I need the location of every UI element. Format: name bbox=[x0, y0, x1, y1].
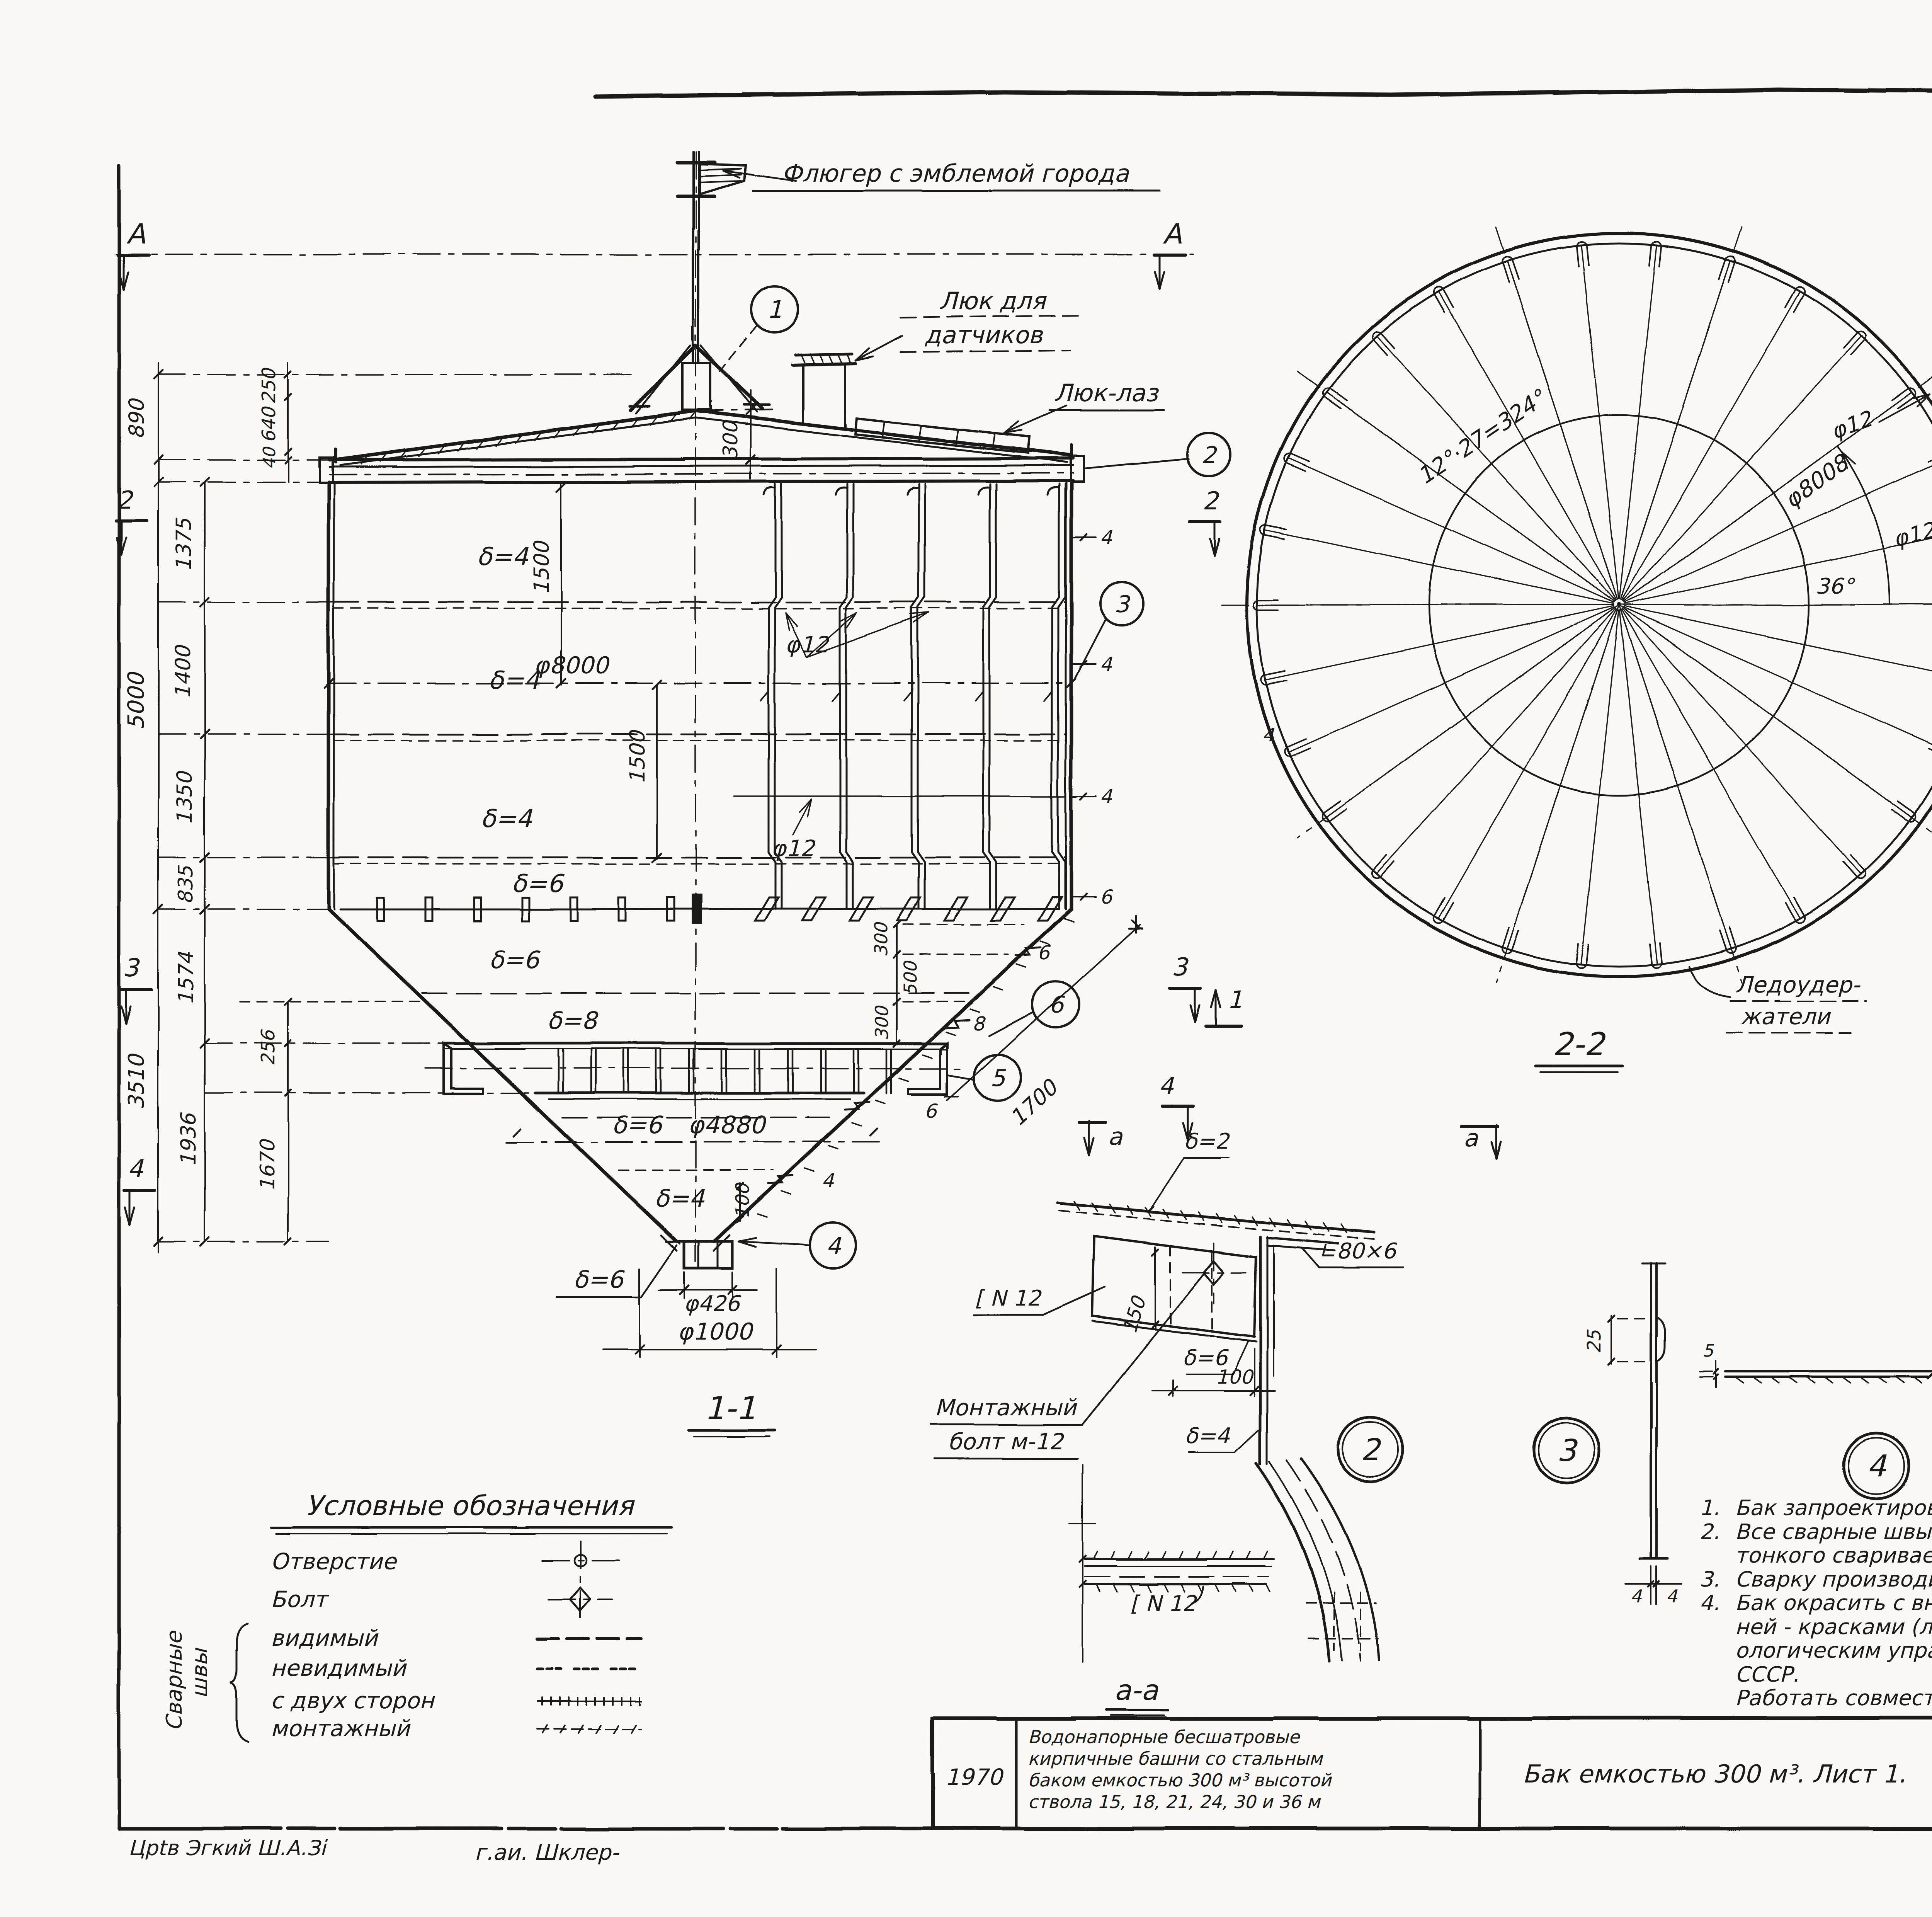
blueprint-canvas: 2.2 Флюгер с эмблемой города 1 Люк для д… bbox=[0, 0, 1932, 1917]
scan-noise-overlay bbox=[0, 0, 1932, 1917]
drawing-sheet: { "sheet": { "page_number": "2.2", "sign… bbox=[0, 0, 1932, 1917]
